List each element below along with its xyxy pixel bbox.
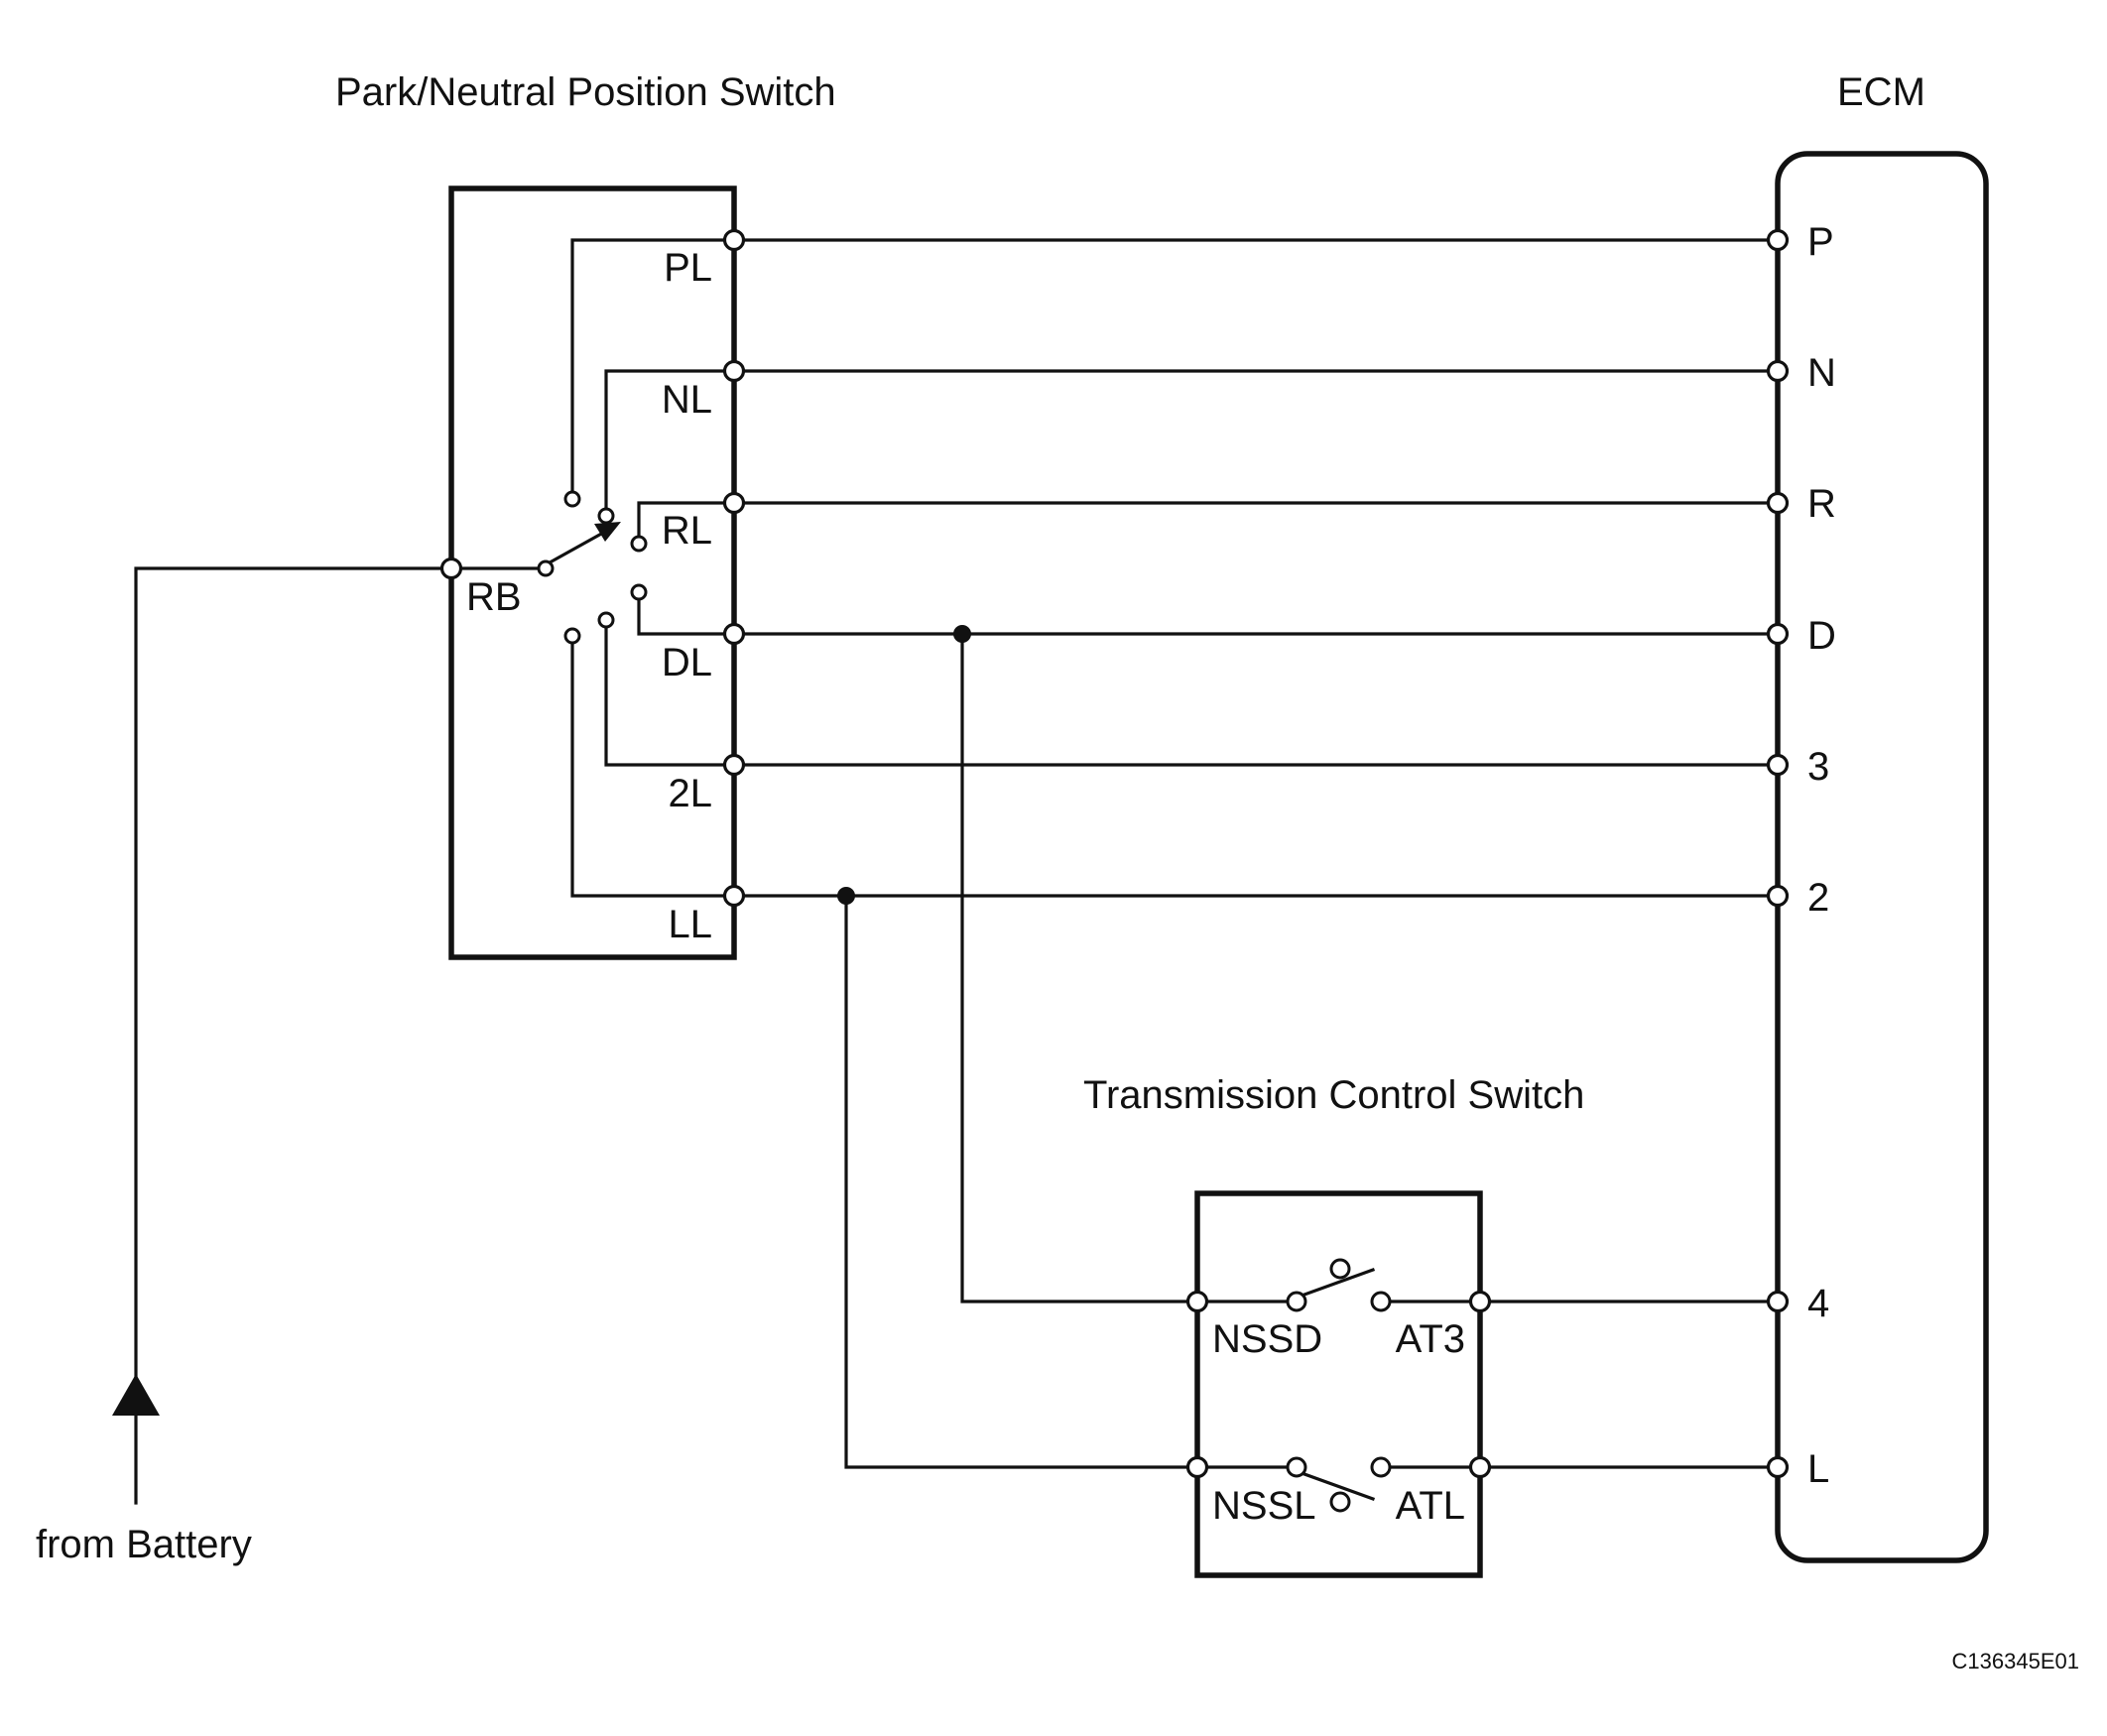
terminal-nssl: [1185, 1455, 1209, 1479]
terminal-rb: [439, 557, 463, 580]
ecm-terminal-4: [1766, 1290, 1790, 1313]
switch-contact: [1329, 1258, 1351, 1280]
selector-pivot: [537, 559, 555, 577]
battery-label: from Battery: [36, 1523, 252, 1566]
terminal-label-rl: RL: [662, 509, 712, 553]
terminal-label-nssd: NSSD: [1212, 1317, 1322, 1361]
terminal-label-atl: ATL: [1396, 1484, 1465, 1528]
ecm-label-r: R: [1807, 482, 1836, 526]
wire-2-branch-nssl: [844, 894, 1199, 1469]
ecm-label-2: 2: [1807, 876, 1829, 920]
contact-ll: [563, 627, 581, 645]
contact-pl: [563, 490, 581, 508]
battery-arrow-icon: [112, 1374, 160, 1416]
ecm-label-3: 3: [1807, 745, 1829, 789]
ecm-title: ECM: [1837, 70, 1925, 114]
internal-wire-rl: [637, 501, 736, 546]
switch-contact: [1370, 1291, 1392, 1312]
switch-blade-lower: [1301, 1471, 1376, 1502]
ecm-terminal-2: [1766, 884, 1790, 908]
terminal-ll: [722, 884, 746, 908]
ecm-terminal-r: [1766, 491, 1790, 515]
terminal-label-nl: NL: [662, 378, 712, 422]
terminal-label-rb: RB: [466, 575, 522, 619]
terminal-label-2l: 2L: [669, 772, 713, 815]
internal-wire-2l: [604, 618, 736, 767]
terminal-nl: [722, 359, 746, 383]
ecm-terminal-d: [1766, 622, 1790, 646]
switch-contact: [1329, 1491, 1351, 1513]
ecm-label-p: P: [1807, 220, 1834, 264]
ecm-box: [1775, 151, 1989, 1563]
contact-2l: [597, 611, 615, 629]
ecm-label-4: 4: [1807, 1282, 1829, 1325]
terminal-rl: [722, 491, 746, 515]
ecm-label-l: L: [1807, 1447, 1829, 1491]
junction-dot: [953, 625, 971, 643]
switch-contact: [1370, 1456, 1392, 1478]
switch-contact: [1286, 1456, 1307, 1478]
ecm-label-n: N: [1807, 351, 1836, 395]
internal-wire-pl: [570, 238, 736, 500]
pnp-switch-box: [448, 186, 737, 960]
terminal-at3: [1468, 1290, 1492, 1313]
tcs-title: Transmission Control Switch: [1083, 1073, 1584, 1117]
selector-arrow-icon: [594, 522, 621, 542]
ecm-terminal-3: [1766, 753, 1790, 777]
selector-arm: [549, 530, 606, 564]
ecm-terminal-n: [1766, 359, 1790, 383]
terminal-label-dl: DL: [662, 641, 712, 684]
pnp-switch-title: Park/Neutral Position Switch: [335, 70, 836, 114]
ecm-terminal-l: [1766, 1455, 1790, 1479]
terminal-atl: [1468, 1455, 1492, 1479]
terminal-label-pl: PL: [664, 246, 712, 290]
switch-blade-upper: [1301, 1267, 1376, 1298]
terminal-pl: [722, 228, 746, 252]
contact-nl: [597, 507, 615, 525]
terminal-2l: [722, 753, 746, 777]
internal-wire-nl: [604, 369, 736, 518]
ecm-label-d: D: [1807, 614, 1836, 658]
ecm-terminal-p: [1766, 228, 1790, 252]
terminal-label-at3: AT3: [1396, 1317, 1465, 1361]
internal-wire-ll: [570, 634, 736, 898]
figure-code: C136345E01: [1952, 1649, 2079, 1674]
switch-contact: [1286, 1291, 1307, 1312]
terminal-dl: [722, 622, 746, 646]
contact-dl: [630, 583, 648, 601]
wire-battery-rb: [134, 566, 453, 1505]
internal-wire-dl: [637, 590, 736, 636]
junction-dot: [837, 887, 855, 905]
terminal-label-ll: LL: [669, 903, 713, 946]
terminal-label-nssl: NSSL: [1212, 1484, 1316, 1528]
contact-rl: [630, 535, 648, 553]
tcs-box: [1194, 1190, 1483, 1578]
terminal-nssd: [1185, 1290, 1209, 1313]
wire-d-branch-nssd: [960, 632, 1199, 1303]
